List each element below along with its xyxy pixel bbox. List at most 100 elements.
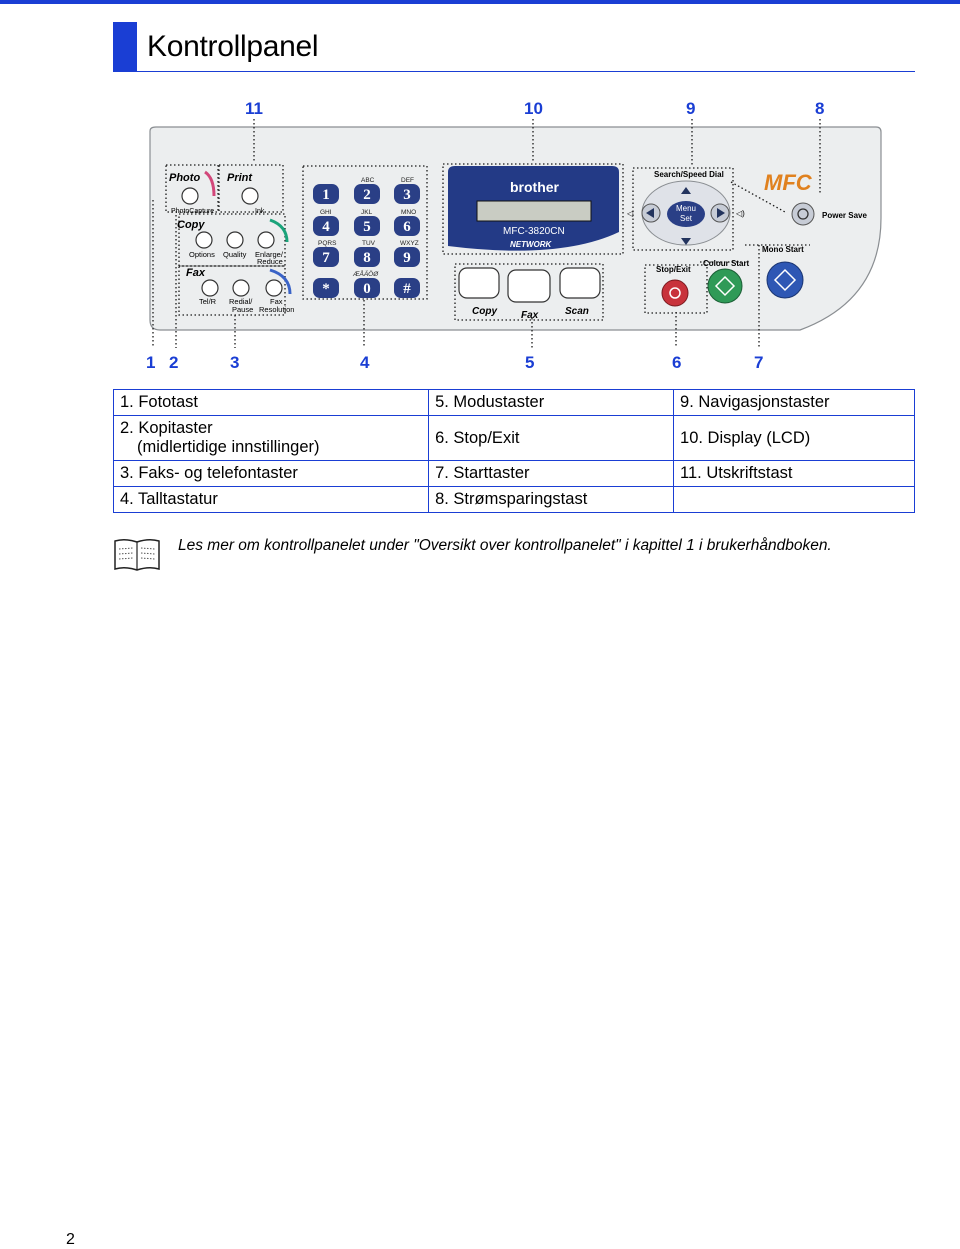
- callout-3: 3: [230, 353, 240, 372]
- brand-logo: brother: [510, 179, 560, 195]
- colour-start-button[interactable]: [707, 268, 743, 304]
- photocapture-label: PhotoCapture: [171, 208, 214, 215]
- keypad-sublabels: ABC DEF GHI JKL MNO PQRS TUV WXYZ ÆÅÄÖØ: [318, 177, 419, 278]
- reduce-label: Reduce: [257, 257, 283, 266]
- reference-note: Les mer om kontrollpanelet under "Oversi…: [178, 537, 832, 554]
- title-rule: [113, 71, 915, 72]
- legend-item-2-line2: (midlertidige innstillinger): [137, 438, 320, 456]
- quality-button[interactable]: [226, 231, 244, 249]
- svg-text:5: 5: [363, 219, 371, 235]
- svg-text:*: *: [322, 281, 330, 297]
- table-row: 1. Fototast 5. Modustaster 9. Navigasjon…: [112, 389, 915, 416]
- svg-text:6: 6: [403, 219, 411, 235]
- callout-5: 5: [525, 353, 535, 372]
- mfc-logo: MFC: [764, 170, 813, 195]
- fax-mode-label: Fax: [521, 310, 539, 321]
- key-9[interactable]: [394, 247, 420, 267]
- stop-exit-label: Stop/Exit: [656, 265, 691, 274]
- callout-2: 2: [169, 353, 179, 372]
- svg-text:3: 3: [403, 187, 411, 203]
- arrow-left-icon: [646, 208, 654, 218]
- pause-label: Pause: [232, 305, 253, 314]
- network-logo: NETWORK: [510, 240, 553, 249]
- key-7[interactable]: [313, 247, 339, 267]
- options-button[interactable]: [195, 231, 213, 249]
- keypad-digits: 1 2 3 4 5 6 7 8 9 * 0 #: [322, 187, 411, 297]
- ink-button[interactable]: [241, 187, 259, 205]
- lcd-screen: [476, 200, 592, 222]
- copy-mode-label: Copy: [472, 306, 497, 317]
- key-8[interactable]: [354, 247, 380, 267]
- scan-mode-label: Scan: [565, 306, 589, 317]
- mono-start-button[interactable]: [766, 261, 804, 299]
- keypad: [313, 184, 420, 298]
- photo-label: Photo: [169, 172, 200, 184]
- svg-text:4: 4: [322, 219, 330, 235]
- callout-9: 9: [686, 99, 696, 118]
- svg-text:DEF: DEF: [401, 177, 414, 184]
- legend-item-2-line1: 2. Kopitaster: [120, 419, 213, 437]
- legend-item-9: 9. Navigasjonstaster: [673, 389, 915, 416]
- key-0[interactable]: [354, 278, 380, 298]
- svg-text:WXYZ: WXYZ: [400, 240, 419, 247]
- svg-text:TUV: TUV: [362, 240, 376, 247]
- fax-resolution-button[interactable]: [265, 279, 283, 297]
- redial-pause-button[interactable]: [232, 279, 250, 297]
- enlarge-reduce-button[interactable]: [257, 231, 275, 249]
- legend-item-1: 1. Fototast: [112, 389, 430, 416]
- control-panel-illustration: Photo Print PhotoCapture Ink Copy Option…: [149, 119, 882, 348]
- resolution-label: Resolution: [259, 305, 294, 314]
- mono-start-icon: [773, 268, 797, 292]
- power-save-button[interactable]: [791, 202, 815, 226]
- legend-item-2: 2. Kopitaster (midlertidige innstillinge…: [112, 415, 430, 461]
- set-label: Set: [680, 214, 693, 223]
- key-hash[interactable]: [394, 278, 420, 298]
- power-icon: [797, 208, 809, 220]
- stop-exit-button[interactable]: [661, 279, 689, 307]
- page-title: Kontrollpanel: [147, 30, 319, 63]
- scan-mode-key[interactable]: [559, 267, 601, 299]
- page-number: 2: [66, 1231, 75, 1248]
- fax-mode-key[interactable]: [507, 269, 551, 303]
- legend-table: 1. Fototast 5. Modustaster 9. Navigasjon…: [112, 389, 915, 513]
- arrow-down-icon[interactable]: [681, 238, 691, 245]
- stop-icon: [669, 287, 681, 299]
- legend-item-4: 4. Talltastatur: [112, 486, 430, 513]
- search-speed-dial-label: Search/Speed Dial: [654, 170, 724, 179]
- arrow-right-icon: [717, 208, 725, 218]
- power-save-label: Power Save: [822, 211, 867, 220]
- svg-text:ÆÅÄÖØ: ÆÅÄÖØ: [352, 269, 379, 278]
- mono-start-label: Mono Start: [762, 245, 804, 254]
- tel-r-button[interactable]: [201, 279, 219, 297]
- print-label: Print: [227, 172, 253, 184]
- callout-7: 7: [754, 353, 764, 372]
- callout-1: 1: [146, 353, 156, 372]
- key-4[interactable]: [313, 216, 339, 236]
- fax-button-label: Fax: [270, 297, 283, 306]
- legend-item-6: 6. Stop/Exit: [428, 415, 675, 461]
- copy-mode-key[interactable]: [458, 267, 500, 299]
- svg-text:PQRS: PQRS: [318, 240, 337, 247]
- key-1[interactable]: [313, 184, 339, 204]
- photocapture-button[interactable]: [181, 187, 199, 205]
- legend-item-3: 3. Faks- og telefontaster: [112, 460, 430, 487]
- key-5[interactable]: [354, 216, 380, 236]
- callout-10: 10: [524, 99, 543, 118]
- legend-item-11: 11. Utskriftstast: [673, 460, 915, 487]
- svg-text:7: 7: [322, 250, 330, 266]
- fax-label: Fax: [186, 267, 206, 279]
- arrow-up-icon[interactable]: [681, 187, 691, 194]
- menu-set-button[interactable]: [667, 201, 705, 227]
- table-row: 4. Talltastatur 8. Strømsparingstast: [112, 486, 915, 513]
- svg-text:JKL: JKL: [361, 209, 373, 216]
- legend-item-7: 7. Starttaster: [428, 460, 675, 487]
- legend-item-10: 10. Display (LCD): [673, 415, 915, 461]
- key-3[interactable]: [394, 184, 420, 204]
- key-6[interactable]: [394, 216, 420, 236]
- colour-start-icon: [714, 275, 736, 297]
- svg-text:ABC: ABC: [361, 177, 375, 184]
- menu-label: Menu: [676, 204, 696, 213]
- key-2[interactable]: [354, 184, 380, 204]
- svg-text:MNO: MNO: [401, 209, 416, 216]
- key-star[interactable]: [313, 278, 339, 298]
